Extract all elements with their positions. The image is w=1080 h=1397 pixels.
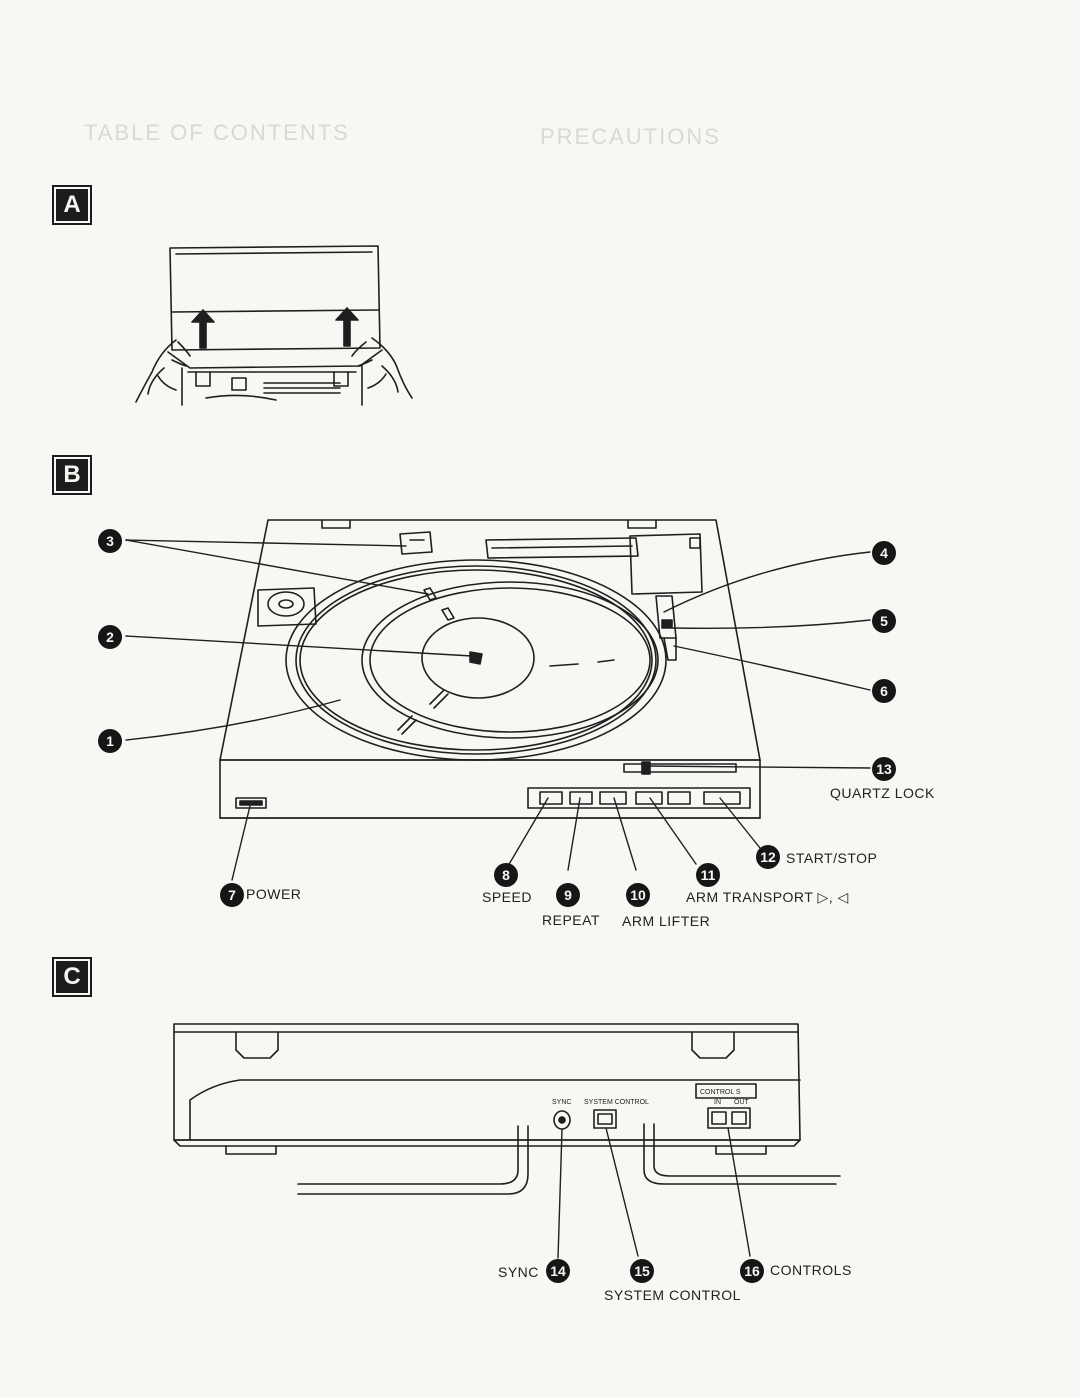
label-quartz-lock: QUARTZ LOCK xyxy=(830,785,935,801)
rear-label-sync: SYNC xyxy=(552,1099,571,1106)
callout-1: 1 xyxy=(98,729,122,753)
label-system-control: SYSTEM CONTROL xyxy=(604,1287,741,1303)
callout-8: 8 xyxy=(494,863,518,887)
callout-2: 2 xyxy=(98,625,122,649)
label-sync: SYNC xyxy=(498,1264,539,1280)
ghost-heading-contents: TABLE OF CONTENTS xyxy=(84,120,350,145)
figure-c-rear-panel xyxy=(173,1023,841,1195)
callout-3: 3 xyxy=(98,529,122,553)
callout-12: 12 xyxy=(756,845,780,869)
label-controls: CONTROLS xyxy=(770,1262,852,1278)
rear-label-control-s: CONTROL S xyxy=(700,1089,741,1096)
callout-7: 7 xyxy=(220,883,244,907)
rear-label-system-control: SYSTEM CONTROL xyxy=(584,1099,649,1106)
callout-11: 11 xyxy=(696,863,720,887)
label-repeat: REPEAT xyxy=(542,912,600,928)
callout-15: 15 xyxy=(630,1259,654,1283)
figure-b-leader-lines xyxy=(125,539,871,881)
figure-b-turntable-top xyxy=(219,519,761,819)
label-arm-transport: ARM TRANSPORT ▷, ◁ xyxy=(686,889,849,905)
rear-label-in: IN xyxy=(714,1099,721,1106)
callout-16: 16 xyxy=(740,1259,764,1283)
figure-c-leader-lines xyxy=(557,1127,751,1259)
section-badge-b: B xyxy=(52,455,92,495)
callout-13: 13 xyxy=(872,757,896,781)
section-badge-a: A xyxy=(52,185,92,225)
label-speed: SPEED xyxy=(482,889,532,905)
callout-9: 9 xyxy=(556,883,580,907)
callout-10: 10 xyxy=(626,883,650,907)
label-power: POWER xyxy=(246,886,302,902)
label-start-stop: START/STOP xyxy=(786,850,878,866)
ghost-heading-precautions: PRECAUTIONS xyxy=(540,124,721,149)
callout-5: 5 xyxy=(872,609,896,633)
callout-6: 6 xyxy=(872,679,896,703)
section-badge-c: C xyxy=(52,957,92,997)
callout-4: 4 xyxy=(872,541,896,565)
callout-14: 14 xyxy=(546,1259,570,1283)
figure-a-lid-illustration xyxy=(135,245,413,406)
label-arm-lifter: ARM LIFTER xyxy=(622,913,711,929)
rear-label-out: OUT xyxy=(734,1099,750,1106)
